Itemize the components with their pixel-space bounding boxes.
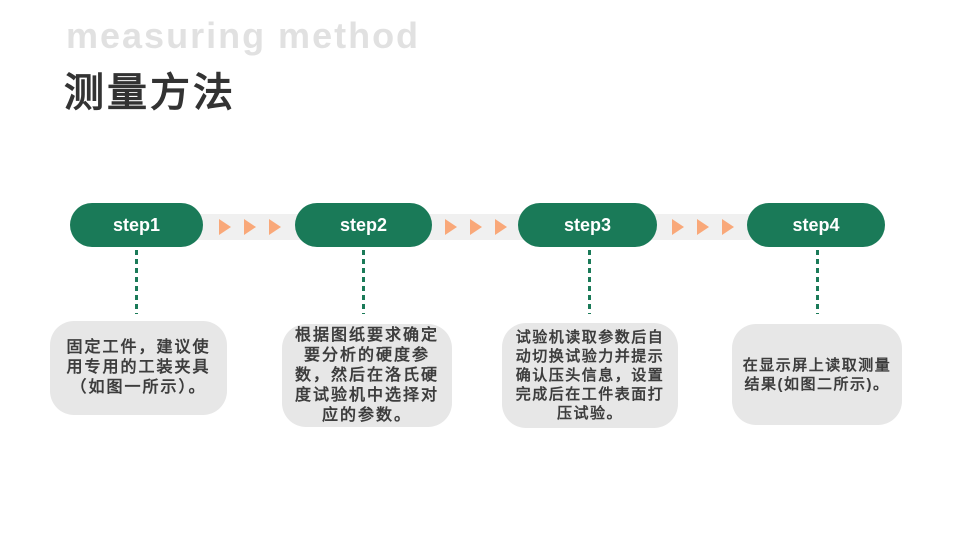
step-pill-label: step2 [339, 214, 388, 235]
step-description-text: 试验机读取参数后自 动切换试验力并提示 确认压头信息，设置 完成后在工件表面打 … [515, 329, 665, 422]
dashed-connector-1 [135, 250, 138, 314]
arrow-group-2 [445, 219, 507, 235]
subtitle-english: measuring method [66, 15, 421, 56]
arrow-group-1 [219, 219, 281, 235]
arrow-right-icon [495, 219, 507, 235]
arrow-right-icon [244, 219, 256, 235]
arrow-right-icon [722, 219, 734, 235]
arrow-right-icon [672, 219, 684, 235]
dashed-connector-3 [588, 250, 591, 314]
step-pill-label: step3 [563, 214, 612, 235]
page-title: 测量方法 [64, 71, 236, 115]
arrow-right-icon [697, 219, 709, 235]
arrow-right-icon [219, 219, 231, 235]
step-description-box-2: 根据图纸要求确定 要分析的硬度参 数，然后在洛氏硬 度试验机中选择对 应的参数。 [282, 324, 452, 427]
step-description-text: 固定工件，建议使 用专用的工装夹具 （如图一所示）。 [66, 339, 211, 396]
step-pill-3: step3 [518, 203, 657, 247]
step-description-box-1: 固定工件，建议使 用专用的工装夹具 （如图一所示）。 [50, 321, 227, 415]
step-description-box-3: 试验机读取参数后自 动切换试验力并提示 确认压头信息，设置 完成后在工件表面打 … [502, 323, 678, 428]
step-pill-1: step1 [70, 203, 203, 247]
arrow-right-icon [269, 219, 281, 235]
arrow-right-icon [470, 219, 482, 235]
step-pill-label: step4 [792, 214, 840, 235]
step-description-box-4: 在显示屏上读取测量 结果(如图二所示)。 [732, 324, 902, 425]
step-description-text: 在显示屏上读取测量 结果(如图二所示)。 [742, 356, 892, 393]
dashed-connector-4 [816, 250, 819, 314]
step-pill-label: step1 [112, 214, 161, 235]
step-description-text: 根据图纸要求确定 要分析的硬度参 数，然后在洛氏硬 度试验机中选择对 应的参数。 [294, 326, 439, 424]
step-pill-2: step2 [295, 203, 432, 247]
arrow-right-icon [445, 219, 457, 235]
arrow-group-3 [672, 219, 734, 235]
step-pill-4: step4 [747, 203, 885, 247]
dashed-connector-2 [362, 250, 365, 314]
